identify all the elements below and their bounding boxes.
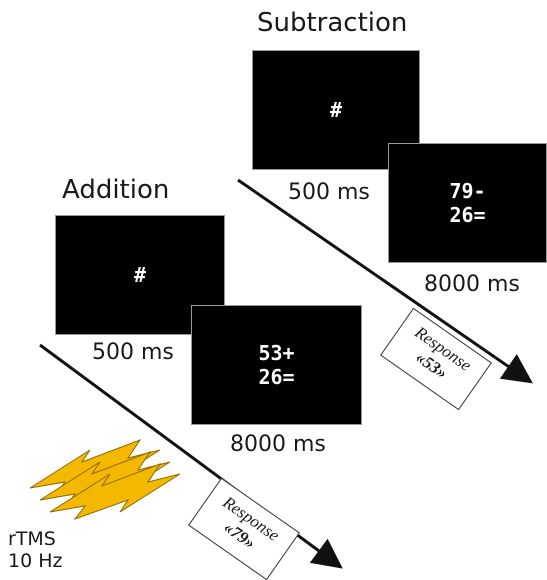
rtms-label-line2: 10 Hz bbox=[8, 550, 63, 572]
subtraction-time-arrow bbox=[237, 178, 533, 384]
addition-problem-screen: 53+ 26= bbox=[191, 305, 362, 425]
addition-fixation-duration: 500 ms bbox=[92, 340, 174, 365]
rtms-label: rTMS 10 Hz bbox=[8, 528, 62, 572]
subtraction-problem-text: 79- 26= bbox=[389, 179, 546, 227]
addition-title: Addition bbox=[62, 175, 170, 205]
subtraction-title: Subtraction bbox=[257, 8, 408, 38]
addition-problem-text: 53+ 26= bbox=[192, 341, 361, 389]
subtraction-problem-duration: 8000 ms bbox=[424, 272, 520, 297]
subtraction-problem-line2: 26= bbox=[449, 203, 486, 227]
addition-problem-line1: 53+ bbox=[258, 341, 295, 365]
addition-fixation-symbol: # bbox=[133, 263, 147, 287]
addition-problem-duration: 8000 ms bbox=[230, 432, 326, 457]
subtraction-fixation-duration: 500 ms bbox=[288, 180, 370, 205]
addition-problem-line2: 26= bbox=[258, 365, 295, 389]
rtms-label-line1: rTMS bbox=[8, 528, 56, 550]
lightning-bolt-icon bbox=[49, 462, 181, 521]
subtraction-problem-line1: 79- bbox=[449, 179, 486, 203]
subtraction-fixation-symbol: # bbox=[329, 98, 343, 122]
lightning-bolt-group bbox=[29, 438, 181, 521]
